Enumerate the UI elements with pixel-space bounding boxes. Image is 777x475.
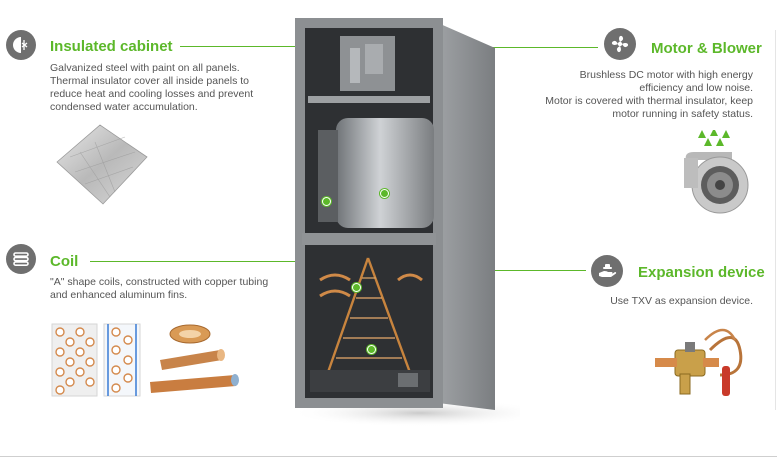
motor-blower-title: Motor & Blower — [651, 40, 762, 57]
motor-blower-description-1: Brushless DC motor with high energy effi… — [579, 69, 753, 94]
coil-marker — [352, 283, 361, 292]
expansion-device-description: Use TXV as expansion device. — [610, 295, 753, 307]
expansion-device-marker — [367, 345, 376, 354]
coil-icon — [6, 244, 36, 274]
insulated-cabinet-marker — [322, 197, 331, 206]
coil-leader-line — [90, 261, 358, 262]
insulated-cabinet-description: Galvanized steel with paint on all panel… — [50, 62, 254, 113]
footer-divider — [0, 456, 777, 457]
snowflake-icon — [6, 30, 36, 60]
expansion-device-title: Expansion device — [638, 264, 765, 281]
coil-fins-image — [51, 323, 239, 397]
coil-title: Coil — [50, 253, 79, 270]
blower-image — [684, 130, 749, 214]
valve-hand-icon — [591, 255, 623, 287]
fan-icon — [604, 28, 636, 60]
txv-valve-image — [655, 328, 743, 396]
air-handler-cabinet-image — [290, 18, 520, 427]
insulated-cabinet-leader-line — [180, 46, 328, 47]
insulation-foil-image — [56, 124, 148, 205]
motor-blower-marker — [380, 189, 389, 198]
side-divider — [775, 30, 776, 410]
motor-blower-description-2: Motor is covered with thermal insulator,… — [545, 95, 753, 120]
insulated-cabinet-title: Insulated cabinet — [50, 38, 173, 55]
coil-description: "A" shape coils, constructed with copper… — [50, 276, 269, 301]
